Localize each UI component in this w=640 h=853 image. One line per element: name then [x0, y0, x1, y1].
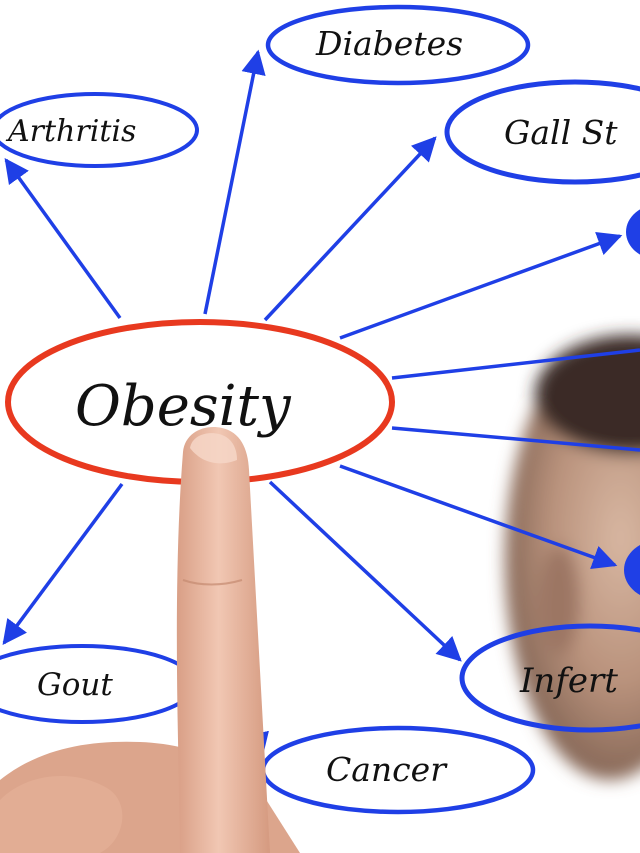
cancer-label: Cancer — [326, 750, 448, 789]
finger-nail — [190, 433, 237, 464]
arthritis-label: Arthritis — [5, 114, 136, 149]
pointing-hand — [0, 427, 300, 853]
arrow-to-right-edge-1 — [391, 348, 640, 380]
arrow-to-diabetes — [203, 49, 266, 315]
arrow-to-arthritis — [4, 158, 122, 320]
index-finger — [176, 427, 270, 853]
arrow-to-right-edge-2 — [391, 426, 640, 452]
right-node-1-edge — [626, 209, 640, 255]
arthritis-ellipse — [0, 92, 199, 168]
arrow-to-right-node-2 — [339, 464, 618, 570]
blurred-person — [505, 335, 640, 780]
right-node-2-edge — [624, 545, 640, 595]
curled-finger — [0, 776, 123, 853]
gall-stones-label: Gall St — [504, 113, 618, 152]
arrow-to-gout — [2, 482, 124, 645]
diabetes-ellipse — [265, 4, 531, 86]
arrow-to-gall-stones — [263, 136, 437, 322]
infertility-ellipse — [459, 623, 640, 733]
infertility-label: Infert — [519, 661, 618, 701]
arrow-to-right-node-1 — [339, 232, 623, 340]
arrow-to-infertility — [268, 480, 462, 662]
diabetes-label: Diabetes — [315, 24, 463, 63]
arrows — [2, 49, 640, 758]
node-ellipses — [0, 4, 640, 815]
partial-right-nodes — [624, 209, 640, 595]
gout-label: Gout — [37, 667, 113, 703]
knuckle-crease — [182, 579, 243, 586]
obesity-label: Obesity — [75, 374, 292, 439]
gall-stones-ellipse — [444, 79, 640, 185]
